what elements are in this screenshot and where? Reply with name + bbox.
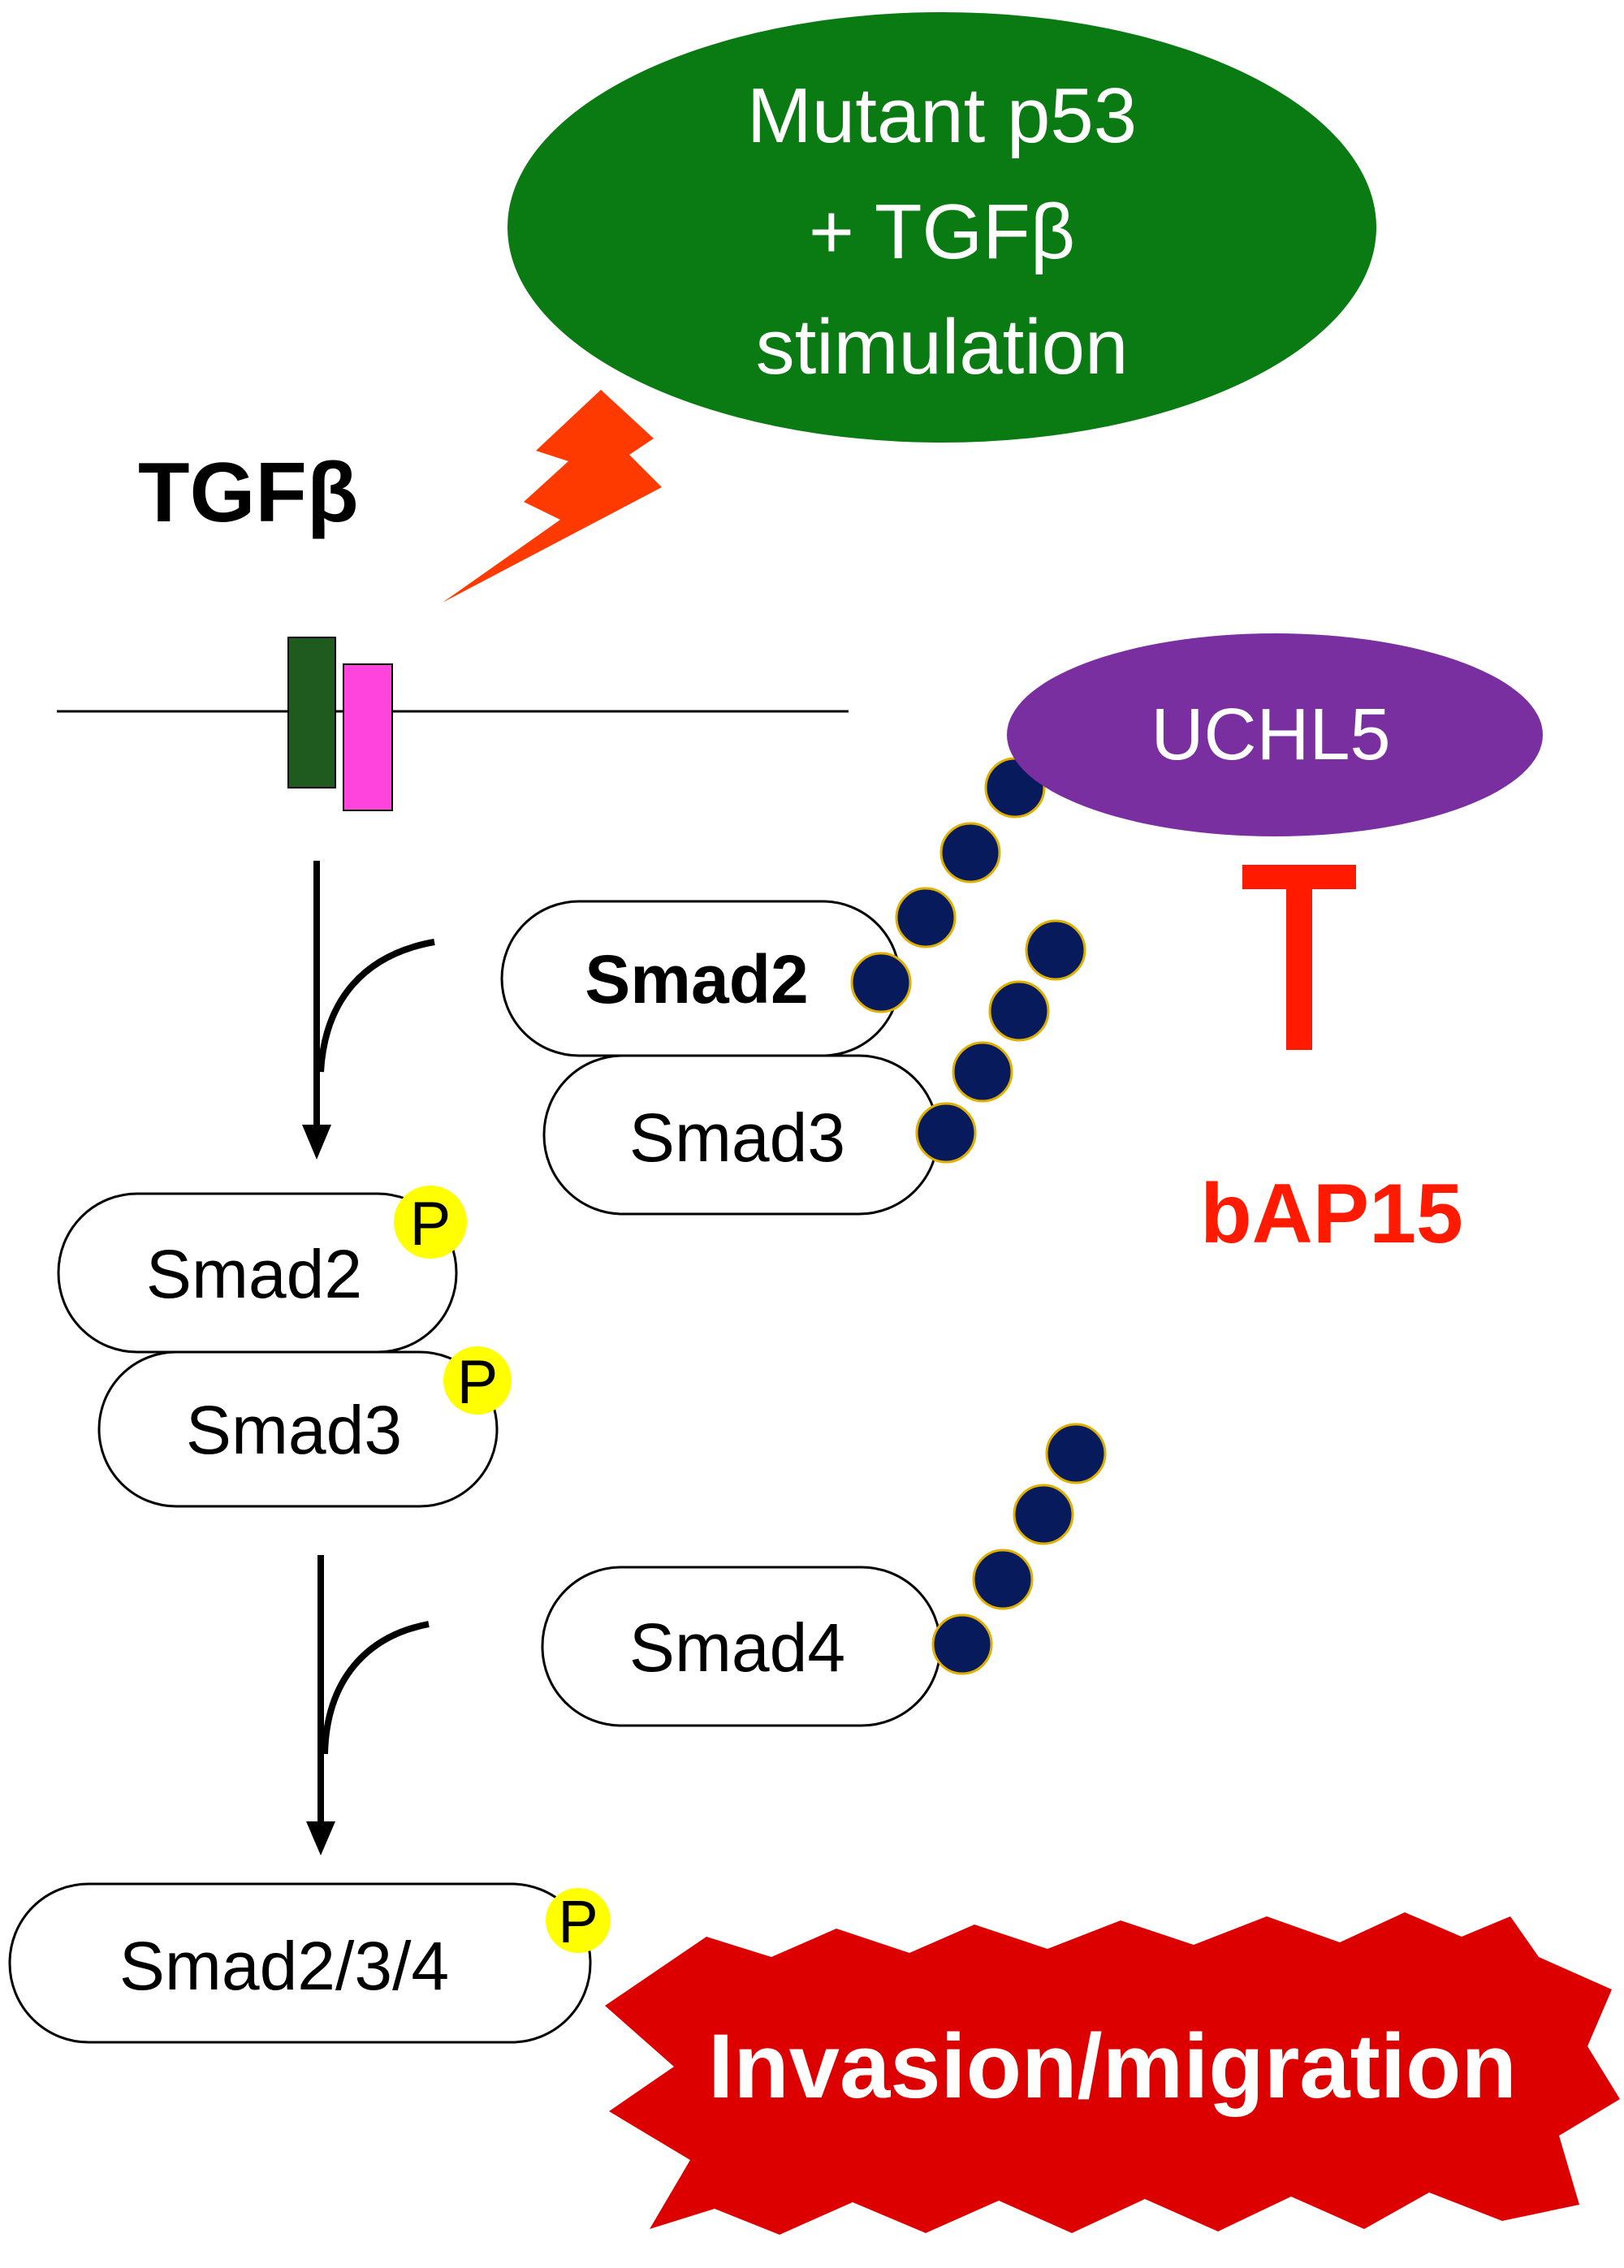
phospho-badge-smad3-label: P [457,1348,499,1417]
phospho-badge-complex [546,1888,611,1953]
smad2-ubiquitinated: Smad2 [500,900,901,1057]
arrow-phospho-smads-to-complex [306,1555,430,1855]
ubiquitin-bead-smad4-front [931,1614,993,1675]
smad-complex: Smad2/3/4 P [8,1882,611,2044]
lightning-bolt-icon [443,390,662,603]
phospho-badge-smad3 [443,1346,512,1415]
bap15-label: bAP15 [1200,1167,1463,1261]
ubiquitin-bead-smad2-front [850,952,912,1013]
uchl5-ellipse [1007,633,1543,836]
tgfb-receptor-icon [287,637,393,811]
outcome-burst-shape [605,1912,1620,2235]
smad4-ubiquitinated: Smad4 [541,1566,942,1727]
smad-complex-pill [8,1882,592,2044]
phospho-badge-smad2 [394,1186,467,1259]
inhibition-symbol [1242,865,1356,1050]
stimulus-line-2: + TGFβ [809,188,1075,275]
phospho-smad3-label: Smad3 [186,1392,402,1468]
phospho-smad3: Smad3 P [97,1346,512,1508]
smad3-ubiquitinated: Smad3 [542,1054,939,1216]
outcome-label: Invasion/migration [708,2015,1517,2117]
receptor-subunit-1 [287,637,336,788]
phospho-badge-complex-label: P [558,1888,598,1955]
uchl5-node: UCHL5 [1007,633,1543,836]
smad-complex-label: Smad2/3/4 [119,1928,449,2004]
stimulus-node: Mutant p53 + TGFβ stimulation [508,12,1376,443]
ubiquitin-bead-smad3-front [915,1102,977,1164]
phospho-badge-smad2-label: P [410,1190,451,1259]
smad2-label: Smad2 [585,941,808,1017]
stimulus-ellipse [508,12,1376,443]
phospho-smad2-pill [57,1192,458,1354]
smad4-label: Smad4 [629,1609,845,1686]
uchl5-label: UCHL5 [1151,694,1390,775]
arrow-receptor-to-phospho-smads [302,861,435,1160]
invasion-migration-outcome: Invasion/migration [605,1912,1620,2235]
phospho-smad2: Smad2 P [57,1186,467,1354]
phospho-smad2-label: Smad2 [146,1236,362,1312]
smad3-label: Smad3 [629,1099,845,1176]
stimulus-line-1: Mutant p53 [747,72,1137,159]
tgfb-ligand-label: TGFβ [138,446,358,540]
stimulus-line-3: stimulation [756,304,1129,391]
receptor-subunit-2 [343,663,393,811]
